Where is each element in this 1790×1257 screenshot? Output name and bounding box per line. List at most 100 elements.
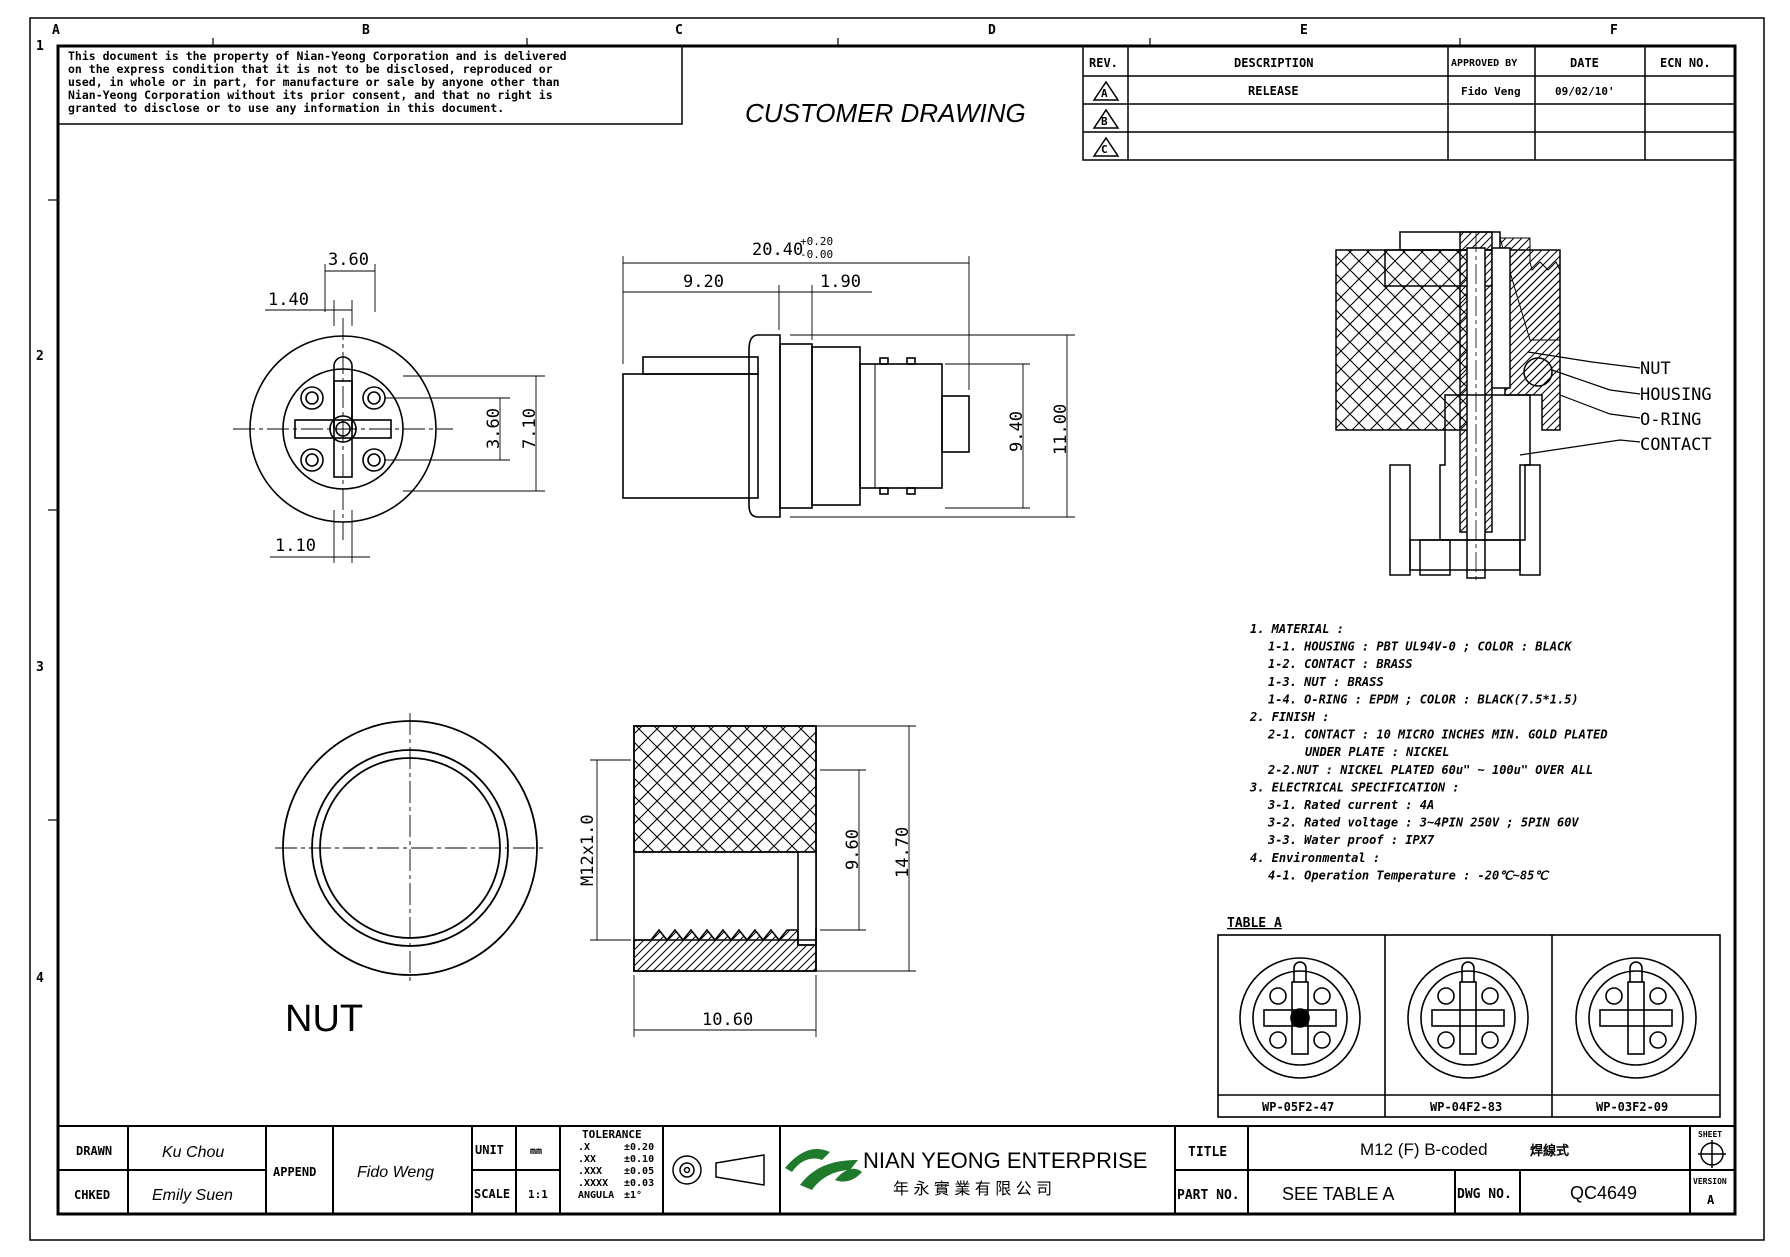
note-line: 2-2.NUT : NICKEL PLATED 60u" ~ 100u" OVE…: [1267, 763, 1593, 777]
note-line: 3. ELECTRICAL SPECIFICATION :: [1249, 780, 1460, 794]
col-label-e: E: [1300, 23, 1308, 38]
unit-value: mm: [530, 1146, 542, 1157]
rev-b: B: [1101, 115, 1108, 128]
note-line: 1. MATERIAL :: [1250, 622, 1344, 636]
append-label: APPEND: [273, 1165, 316, 1179]
title-value-cn: 焊線式: [1530, 1143, 1569, 1158]
dim-front-1-40: 1.40: [268, 290, 309, 310]
dim-front-1-10: 1.10: [275, 536, 316, 556]
rev-approved: Fido Veng: [1461, 85, 1521, 98]
note-line: 4. Environmental :: [1250, 851, 1380, 865]
tolerance-key: .XX: [578, 1154, 596, 1165]
section-callouts: NUT HOUSING O-RING CONTACT: [1640, 359, 1712, 455]
note-line: 2. FINISH :: [1249, 710, 1329, 724]
note-line: 2-1. CONTACT : 10 MICRO INCHES MIN. GOLD…: [1267, 728, 1608, 742]
revision-table: [1082, 45, 1736, 161]
connector-4pin-icon: [1407, 957, 1529, 1079]
tolerance-title: TOLERANCE: [582, 1128, 642, 1141]
tolerance-value: ±0.05: [624, 1166, 654, 1177]
disclaimer-line: on the express condition that it is not …: [68, 62, 553, 76]
note-line: 1-4. O-RING : EPDM ; COLOR : BLACK(7.5*1…: [1268, 692, 1579, 706]
part-5pin: WP-05F2-47: [1262, 1100, 1334, 1114]
row-label-3: 3: [36, 660, 44, 675]
ecn-header: ECN NO.: [1660, 56, 1711, 70]
scale-value: 1:1: [528, 1188, 548, 1201]
rev-a: A: [1101, 87, 1108, 100]
dim-nut-9-60: 9.60: [843, 829, 863, 870]
description-header: DESCRIPTION: [1234, 56, 1313, 70]
col-label-c: C: [675, 23, 683, 38]
side-view-dims: 20.40 +0.20 -0.00 9.20 1.90 9.40 11.00: [683, 235, 1071, 455]
dim-front-3-60: 3.60: [328, 250, 369, 270]
front-view: [233, 264, 545, 563]
dim-front-7-10: 7.10: [520, 408, 540, 449]
dim-nut-14-70: 14.70: [893, 827, 913, 878]
tolerance-value: ±0.10: [624, 1154, 654, 1165]
disclaimer-line: used, in whole or in part, for manufactu…: [68, 75, 560, 89]
part-value: SEE TABLE A: [1282, 1184, 1394, 1204]
title-block: [57, 1125, 1736, 1215]
dim-side-11-00: 11.00: [1051, 404, 1071, 455]
rev-header: REV.: [1089, 56, 1118, 70]
append-value: Fido Weng: [357, 1164, 434, 1181]
section-view: [1335, 231, 1641, 580]
dim-side-20-40: 20.40: [752, 240, 803, 260]
disclaimer-line: This document is the property of Nian-Ye…: [68, 49, 567, 63]
approved-header: APPROVED BY: [1451, 58, 1517, 69]
dwg-label: DWG NO.: [1457, 1187, 1512, 1202]
table-a: [1217, 934, 1721, 1118]
grid-labels: A B C D E F 1 2 3 4: [36, 23, 1618, 986]
tolerance-key: ANGULA: [578, 1190, 614, 1201]
note-line: 4-1. Operation Temperature : -20℃~85℃: [1268, 868, 1549, 882]
callout-housing: HOUSING: [1640, 385, 1712, 405]
outer-frame: [29, 17, 1765, 1241]
tolerance-key: .XXX: [578, 1166, 602, 1177]
unit-label: UNIT: [475, 1143, 504, 1157]
note-line: 1-3. NUT : BRASS: [1268, 675, 1384, 689]
nut-dims: M12x1.0 9.60 14.70 10.60: [578, 814, 913, 1030]
drawing-title: CUSTOMER DRAWING: [745, 98, 1026, 128]
dim-side-1-90: 1.90: [820, 272, 861, 292]
sheet-label: SHEET: [1698, 1130, 1722, 1139]
note-line: UNDER PLATE : NICKEL: [1305, 745, 1450, 759]
row-label-2: 2: [36, 349, 44, 364]
note-line: 3-2. Rated voltage : 3~4PIN 250V ; 5PIN …: [1267, 816, 1579, 830]
note-line: 3-3. Water proof : IPX7: [1267, 833, 1435, 847]
title-label: TITLE: [1188, 1145, 1227, 1160]
version-label: VERSION: [1693, 1177, 1727, 1186]
dim-nut-10-60: 10.60: [702, 1010, 753, 1030]
company-name: NIAN YEONG ENTERPRISE: [863, 1148, 1147, 1173]
disclaimer: This document is the property of Nian-Ye…: [68, 49, 567, 115]
side-view: [622, 256, 1075, 518]
dim-nut-thread: M12x1.0: [578, 814, 598, 886]
revision-table-text: REV. DESCRIPTION APPROVED BY DATE ECN NO…: [1089, 56, 1711, 156]
dwg-value: QC4649: [1570, 1183, 1637, 1203]
callout-contact: CONTACT: [1640, 435, 1712, 455]
note-line: 1-1. HOUSING : PBT UL94V-0 ; COLOR : BLA…: [1268, 640, 1573, 654]
rev-date: 09/02/10': [1555, 85, 1615, 98]
tolerance-value: ±0.03: [624, 1178, 654, 1189]
version-value: A: [1707, 1193, 1715, 1207]
connector-3pin-icon: [1575, 957, 1697, 1079]
rev-c: C: [1101, 143, 1108, 156]
title-value: M12 (F) B-coded: [1360, 1140, 1488, 1159]
connector-5pin-icon: [1239, 957, 1361, 1079]
col-label-f: F: [1610, 23, 1618, 38]
tolerance-key: .XXXX: [578, 1178, 608, 1189]
col-label-b: B: [362, 23, 370, 38]
title-block-text: DRAWN Ku Chou CHKED Emily Suen APPEND Fi…: [74, 1128, 1727, 1207]
callout-o-ring: O-RING: [1640, 410, 1701, 430]
callout-nut: NUT: [1640, 359, 1671, 379]
note-line: 3-1. Rated current : 4A: [1267, 798, 1434, 812]
nut-side-view: [590, 725, 916, 1037]
company-name-cn: 年 永 實 業 有 限 公 司: [893, 1179, 1052, 1198]
checked-value: Emily Suen: [152, 1187, 233, 1204]
dim-side-9-40: 9.40: [1007, 411, 1027, 452]
tolerance-value: ±0.20: [624, 1142, 654, 1153]
checked-label: CHKED: [74, 1188, 110, 1202]
dim-side-tol-plus: +0.20: [800, 235, 833, 248]
drawn-label: DRAWN: [76, 1144, 112, 1158]
rev-description: RELEASE: [1248, 84, 1299, 98]
date-header: DATE: [1570, 56, 1599, 70]
